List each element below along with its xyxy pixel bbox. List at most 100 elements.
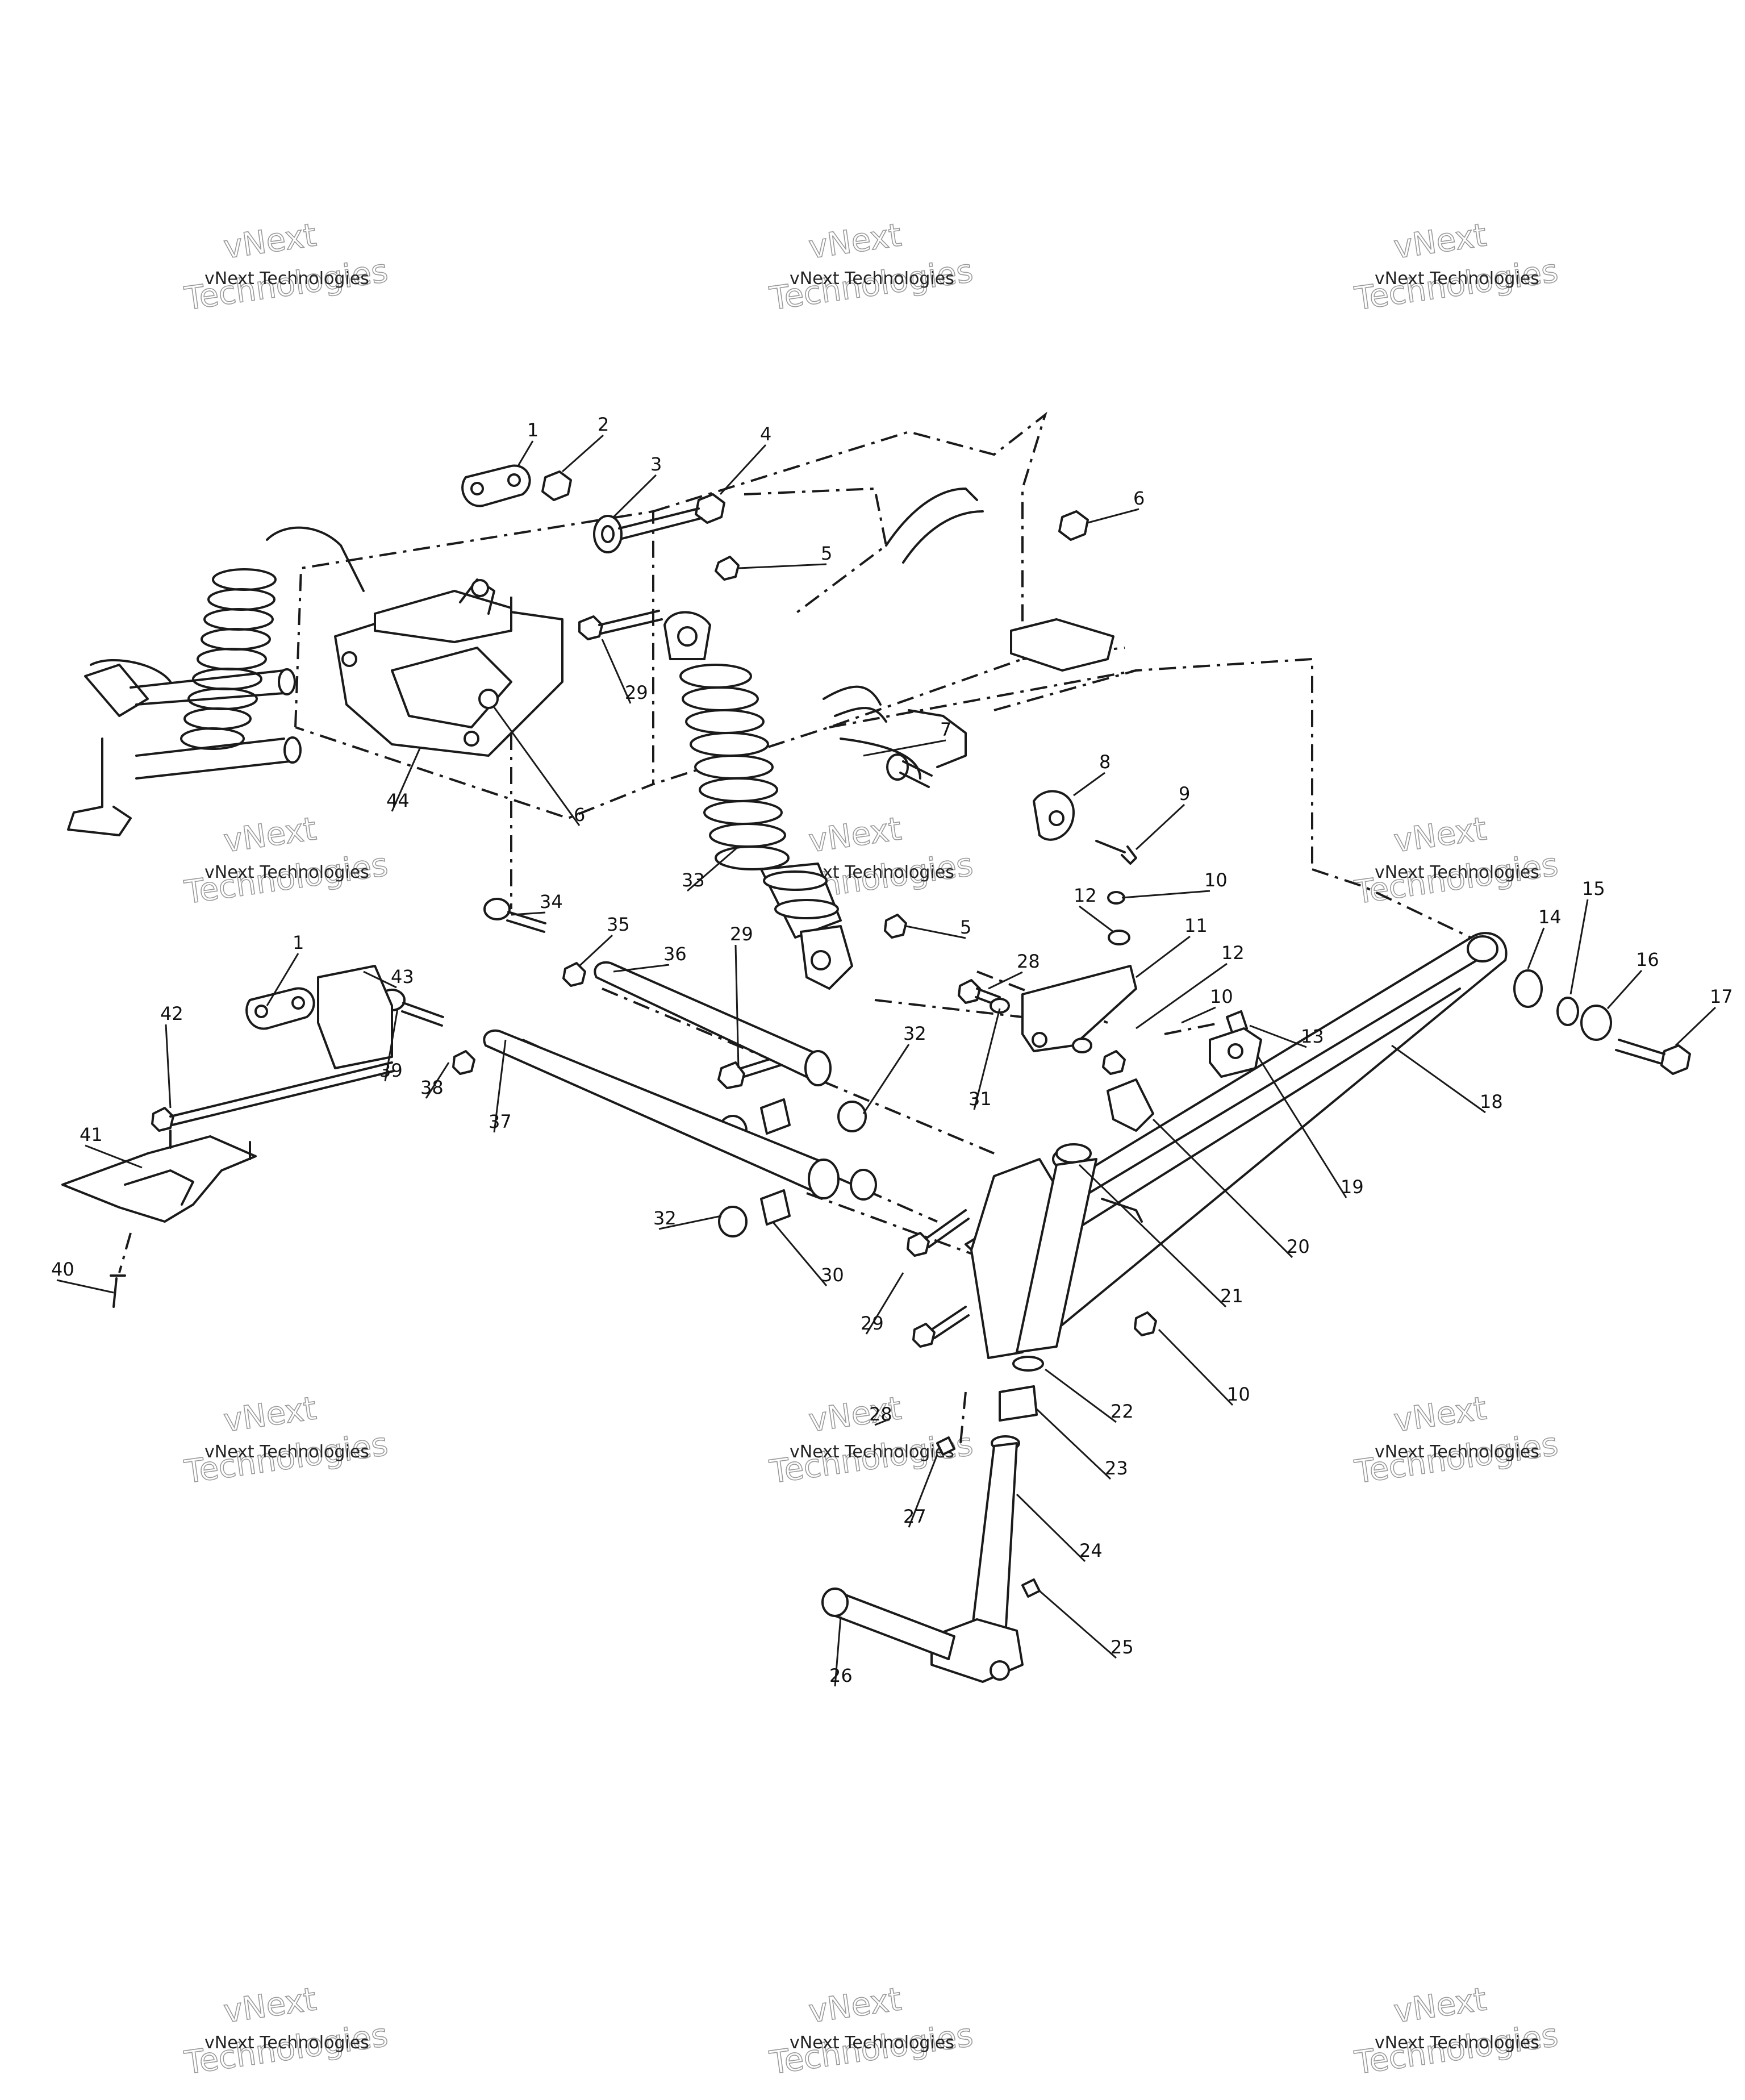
leader-line xyxy=(658,1215,722,1230)
watermark-text: vNext Technologies xyxy=(1375,1442,1539,1462)
callout-c27: 27 xyxy=(903,1506,926,1527)
leader-line xyxy=(908,1454,938,1528)
leader-line xyxy=(862,1044,910,1114)
leader-line xyxy=(1079,905,1114,933)
callout-c6a: 6 xyxy=(1133,488,1145,509)
callout-c36: 36 xyxy=(663,943,687,965)
leader-line xyxy=(834,1616,842,1687)
callout-c33: 33 xyxy=(682,869,705,891)
leader-line xyxy=(988,971,1023,990)
callout-c44: 44 xyxy=(386,790,410,811)
watermark-text: vNext Technologies xyxy=(1375,2033,1539,2053)
callout-c38: 38 xyxy=(420,1077,444,1098)
watermark-ghost-top: vNext xyxy=(1392,1981,1489,2030)
callout-c6b: 6 xyxy=(574,804,585,826)
leader-line xyxy=(734,944,740,1069)
leader-line xyxy=(493,707,581,826)
callout-c40: 40 xyxy=(51,1259,74,1280)
callout-c21: 21 xyxy=(1220,1285,1243,1307)
leader-line xyxy=(613,964,670,973)
watermark-ghost-top: vNext xyxy=(222,810,319,860)
callout-c32a: 32 xyxy=(903,1023,926,1044)
callout-c35: 35 xyxy=(607,914,630,935)
spindle-24 xyxy=(821,1435,1024,1683)
leader-line xyxy=(517,440,534,466)
callout-c10c: 10 xyxy=(1227,1384,1250,1405)
leader-line xyxy=(562,434,604,473)
watermark-ghost-top: vNext xyxy=(222,216,319,266)
hardware-parts xyxy=(61,464,1691,1598)
leader-line xyxy=(165,1024,172,1109)
callout-c10b: 10 xyxy=(1210,986,1233,1007)
callout-c34: 34 xyxy=(540,891,563,913)
callout-c24: 24 xyxy=(1079,1540,1103,1561)
leader-line xyxy=(425,1062,450,1099)
leader-line xyxy=(391,747,421,812)
callout-c19: 19 xyxy=(1341,1176,1364,1198)
callout-c28b: 28 xyxy=(869,1403,892,1425)
leader-line xyxy=(85,1144,143,1169)
callout-c29a: 29 xyxy=(625,682,648,703)
leader-line xyxy=(1039,1590,1117,1659)
callout-c12b: 12 xyxy=(1221,942,1245,964)
callout-c9: 9 xyxy=(1179,783,1190,805)
callout-c20: 20 xyxy=(1287,1236,1310,1257)
callout-c2: 2 xyxy=(598,414,609,435)
callout-c32b: 32 xyxy=(653,1207,677,1229)
watermark-text: vNext Technologies xyxy=(204,2033,369,2053)
left-spring-coils xyxy=(180,568,277,750)
callout-c12a: 12 xyxy=(1074,885,1097,906)
leader-line xyxy=(601,639,632,704)
leader-line xyxy=(687,845,739,892)
watermark-ghost-top: vNext xyxy=(1392,1390,1489,1439)
callout-c37: 37 xyxy=(489,1111,512,1132)
leader-line xyxy=(865,1272,904,1335)
leader-line xyxy=(1135,935,1191,978)
leader-line xyxy=(1087,508,1139,524)
leader-line xyxy=(493,1039,507,1133)
callout-c7: 7 xyxy=(940,719,951,740)
leader-line xyxy=(1135,803,1185,851)
watermark-text: vNext Technologies xyxy=(790,269,954,289)
callout-c17: 17 xyxy=(1710,986,1733,1007)
left-shock-assembly xyxy=(67,526,365,836)
callout-c5a: 5 xyxy=(821,543,832,564)
leader-line xyxy=(905,925,966,939)
callout-c10a: 10 xyxy=(1204,869,1228,891)
watermark-ghost-top: vNext xyxy=(807,810,904,860)
leader-line xyxy=(1036,1408,1112,1480)
leader-line xyxy=(612,474,657,518)
a-arm-18 xyxy=(965,932,1508,1359)
callout-c42: 42 xyxy=(160,1003,183,1024)
leader-line xyxy=(1078,1164,1227,1308)
callout-c22: 22 xyxy=(1111,1401,1134,1422)
leader-line xyxy=(973,1008,1001,1110)
leader-line xyxy=(56,1279,114,1294)
watermark-ghost-top: vNext xyxy=(1392,810,1489,860)
watermark-text: vNext Technologies xyxy=(790,2033,954,2053)
center-spring-coils xyxy=(679,664,790,870)
callout-c39: 39 xyxy=(379,1060,403,1081)
leader-line xyxy=(738,563,827,569)
leader-line xyxy=(363,970,397,989)
callout-c3: 3 xyxy=(650,453,662,475)
watermark-ghost-top: vNext xyxy=(1392,216,1489,266)
leader-line xyxy=(1073,772,1105,797)
callout-c16: 16 xyxy=(1636,949,1659,970)
callout-c11: 11 xyxy=(1184,915,1208,936)
shock-absorber-33 xyxy=(663,611,853,990)
callout-c41: 41 xyxy=(80,1124,103,1145)
callout-c13: 13 xyxy=(1301,1026,1324,1047)
leader-line xyxy=(384,1008,399,1082)
callout-c5b: 5 xyxy=(960,916,971,938)
